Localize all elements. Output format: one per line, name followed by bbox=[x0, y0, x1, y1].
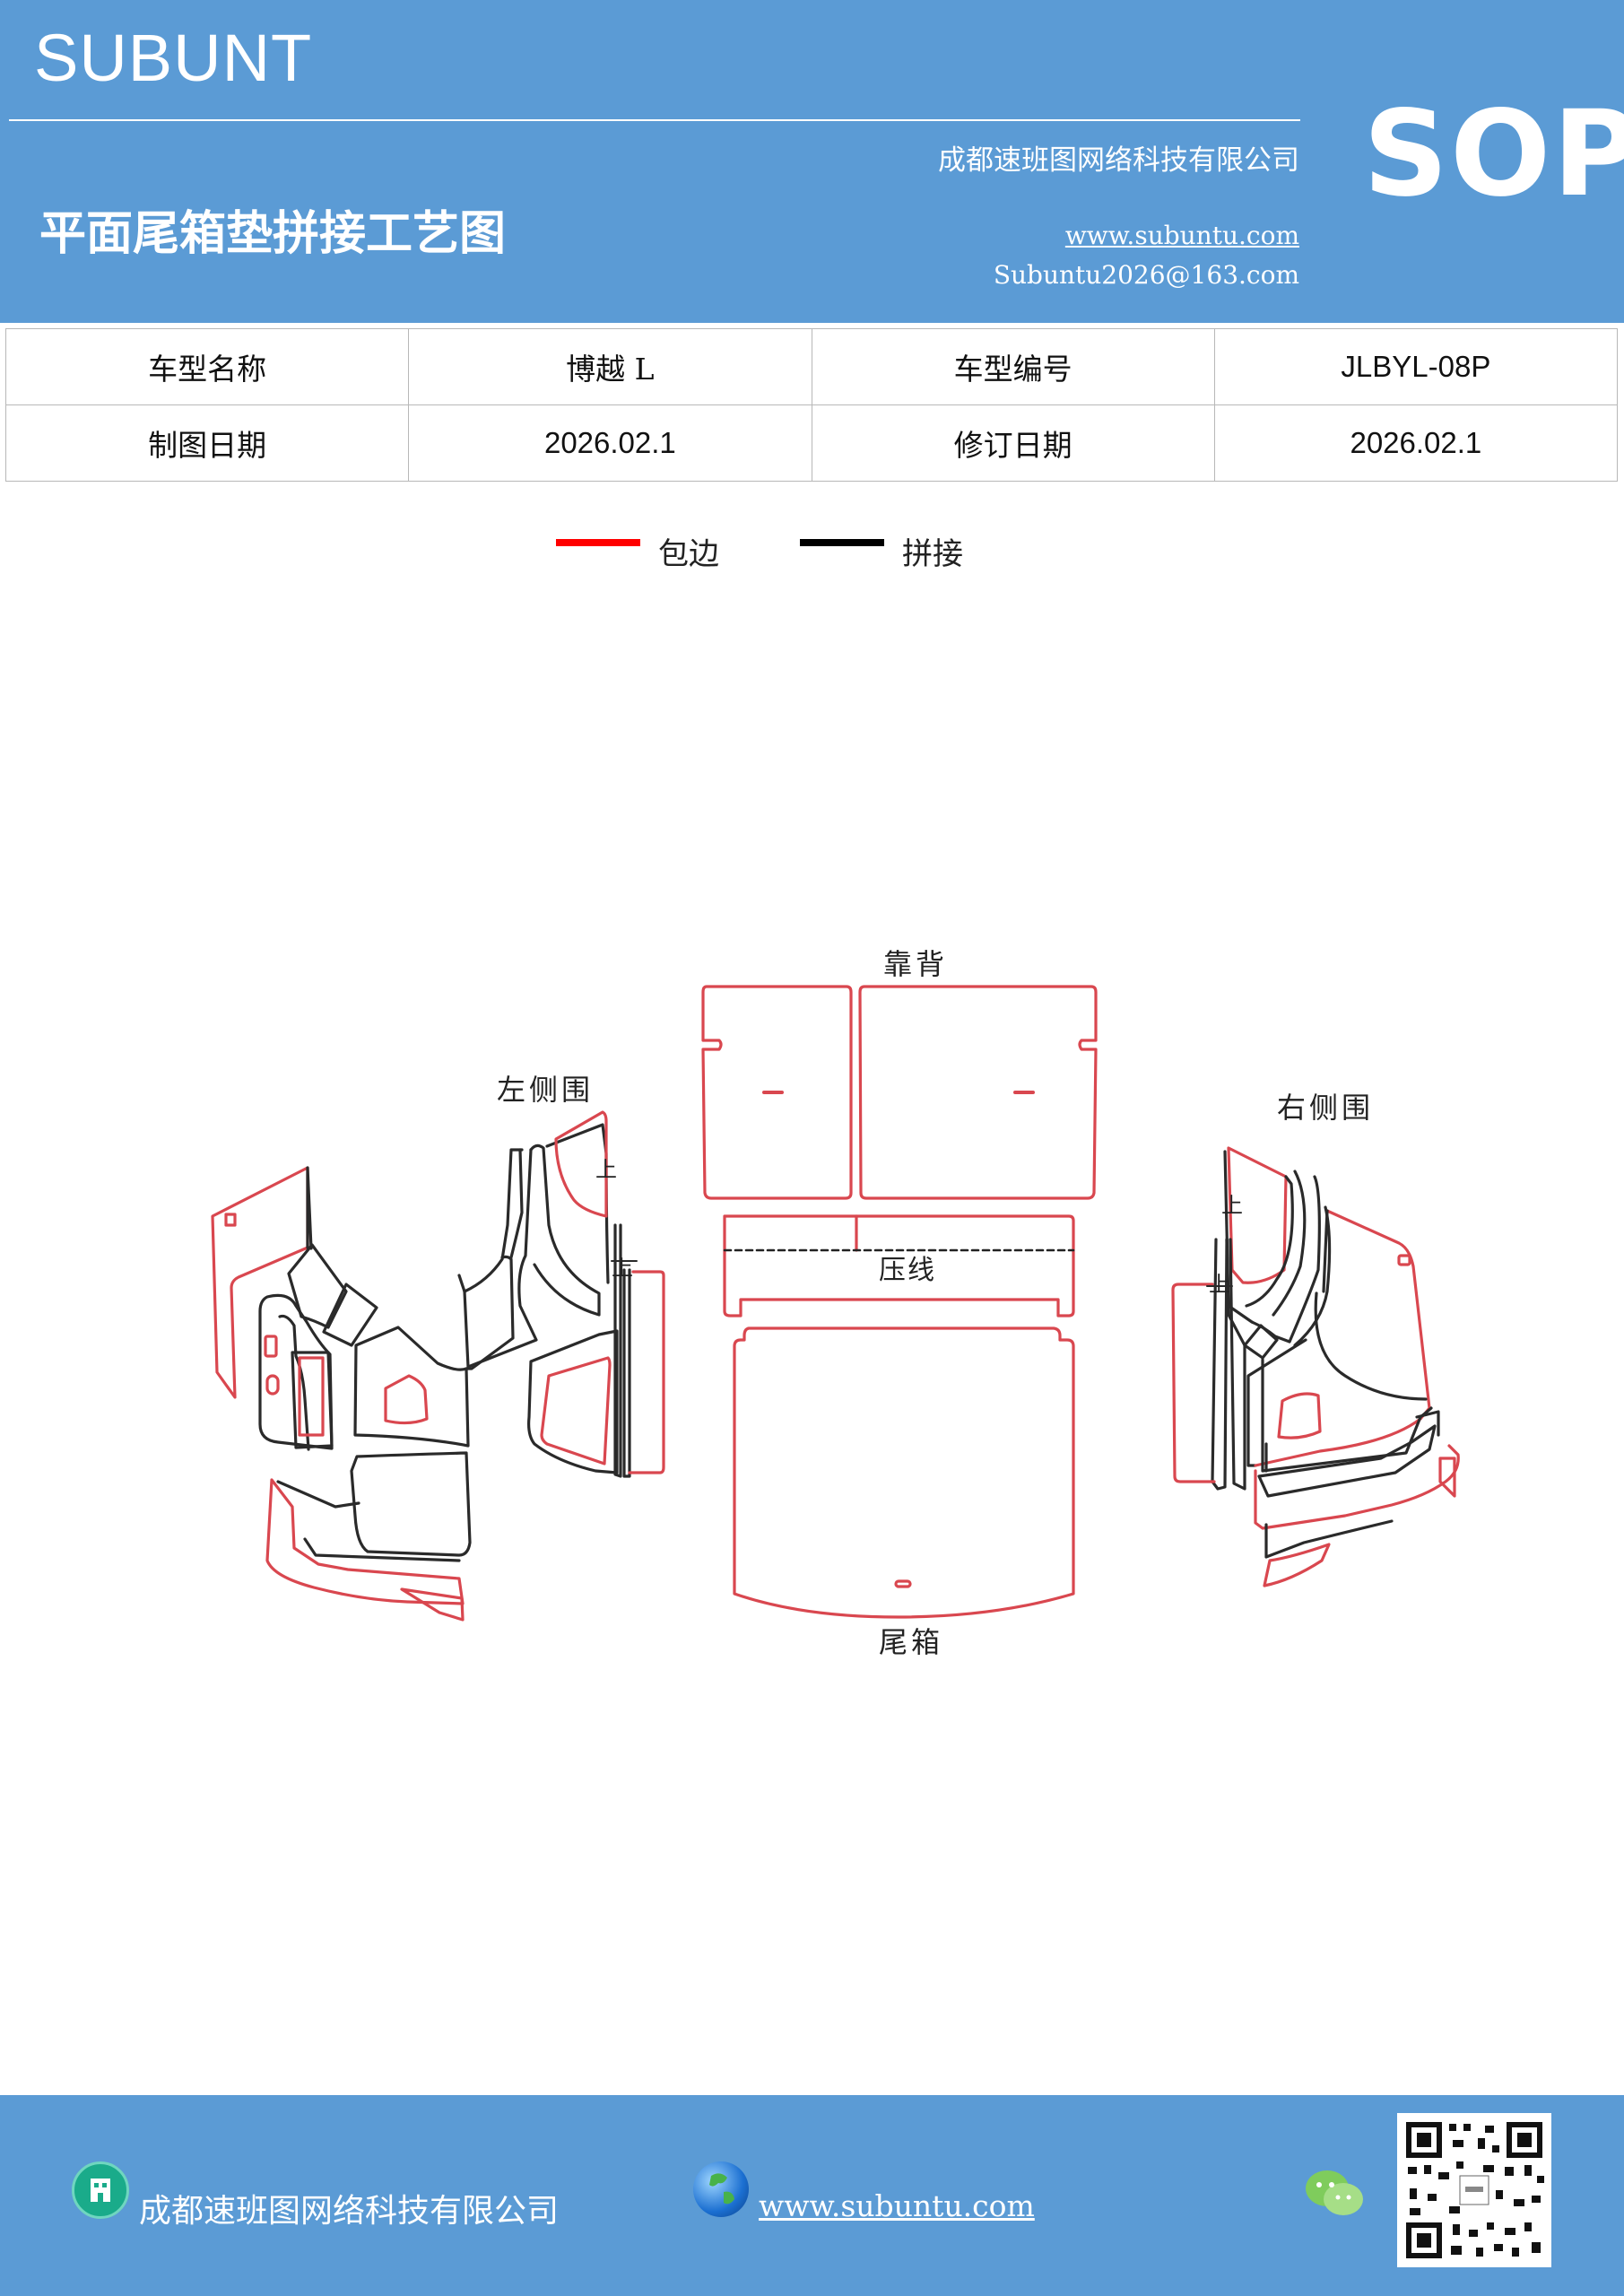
backrest-panels bbox=[701, 985, 1098, 1200]
header-banner: SUBUNT 成都速班图网络科技有限公司 平面尾箱垫拼接工艺图 www.subu… bbox=[0, 0, 1624, 323]
crease-panel bbox=[723, 1214, 1075, 1318]
sop-badge: SOP bbox=[1363, 85, 1624, 223]
header-website-link[interactable]: www.subuntu.com bbox=[1064, 221, 1299, 250]
legend-seam-label: 拼接 bbox=[902, 536, 963, 572]
header-divider bbox=[9, 119, 1300, 121]
backrest-right-panel bbox=[858, 985, 1098, 1200]
model-name-label: 车型名称 bbox=[4, 328, 410, 405]
legend-seam-swatch bbox=[800, 539, 884, 546]
up-mark-left-1: 上 bbox=[595, 1157, 617, 1182]
table-row: 制图日期 2026.02.1 修订日期 2026.02.1 bbox=[4, 404, 1619, 482]
wechat-icon[interactable] bbox=[1302, 2167, 1367, 2221]
qr-code bbox=[1397, 2113, 1551, 2267]
footer-banner: 成都速班图网络科技有限公司 www.subuntu.com bbox=[0, 2095, 1624, 2296]
draw-date-label: 制图日期 bbox=[4, 404, 410, 482]
header-company: 成都速班图网络科技有限公司 bbox=[938, 144, 1299, 177]
trunk-panel bbox=[733, 1326, 1075, 1619]
left-side-panels bbox=[211, 1110, 665, 1622]
brand-name: SUBUNT bbox=[34, 21, 313, 95]
backrest-left-panel bbox=[701, 985, 853, 1200]
document-title: 平面尾箱垫拼接工艺图 bbox=[39, 206, 507, 261]
vehicle-info-table: 车型名称 博越 L 车型编号 JLBYL-08P 制图日期 2026.02.1 … bbox=[4, 328, 1619, 482]
draw-date-value: 2026.02.1 bbox=[408, 404, 812, 482]
revision-date-label: 修订日期 bbox=[811, 404, 1215, 482]
model-name-value: 博越 L bbox=[408, 328, 812, 405]
trunk-label: 尾箱 bbox=[879, 1625, 943, 1659]
model-code-value: JLBYL-08P bbox=[1213, 328, 1619, 405]
revision-date-value: 2026.02.1 bbox=[1213, 404, 1619, 482]
building-icon bbox=[72, 2161, 129, 2219]
up-mark-right-2: 上 bbox=[1209, 1272, 1230, 1297]
right-side-panels bbox=[1171, 1146, 1460, 1587]
left-side-label: 左侧围 bbox=[497, 1073, 594, 1107]
up-mark-right-1: 上 bbox=[1221, 1193, 1243, 1218]
footer-website-link[interactable]: www.subuntu.com bbox=[759, 2188, 1035, 2223]
table-row: 车型名称 博越 L 车型编号 JLBYL-08P bbox=[4, 328, 1619, 405]
footer-company: 成都速班图网络科技有限公司 bbox=[139, 2193, 560, 2230]
legend-edge-swatch bbox=[556, 539, 640, 546]
header-email: Subuntu2026@163.com bbox=[993, 260, 1299, 290]
globe-icon bbox=[693, 2161, 749, 2217]
up-mark-left-2: 上 bbox=[612, 1256, 633, 1281]
right-side-label: 右侧围 bbox=[1277, 1091, 1374, 1125]
crease-label: 压线 bbox=[879, 1255, 936, 1286]
legend-edge-label: 包边 bbox=[658, 536, 719, 572]
backrest-label: 靠背 bbox=[883, 947, 948, 981]
model-code-label: 车型编号 bbox=[811, 328, 1215, 405]
